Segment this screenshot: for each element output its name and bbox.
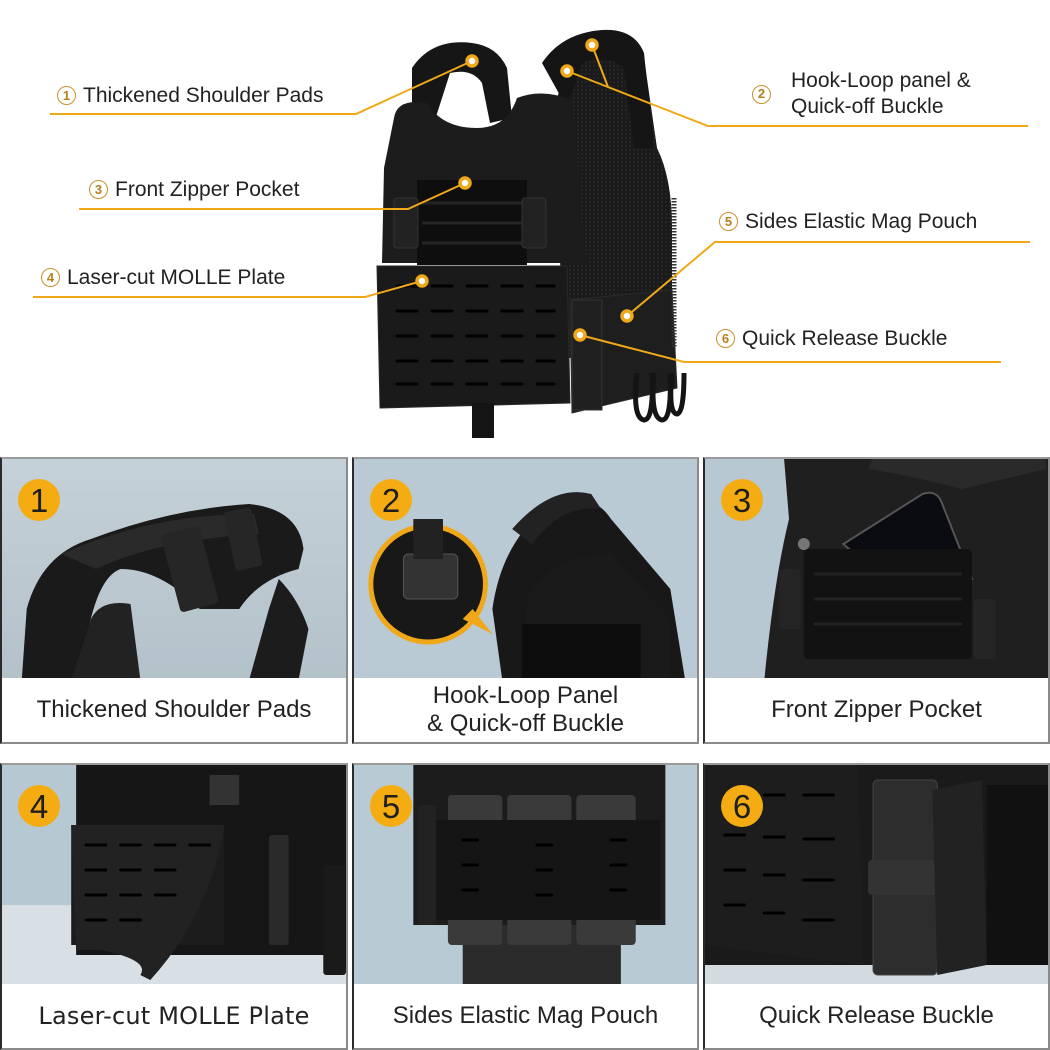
badge-number-5: 5 — [370, 785, 412, 827]
plate-carrier-vest-image — [376, 29, 687, 438]
callout-text-line1: Hook-Loop panel & — [791, 69, 971, 92]
callout-text: Sides Elastic Mag Pouch — [745, 210, 978, 233]
caption-text: Sides Elastic Mag Pouch — [392, 1002, 659, 1029]
quick-release-photo — [705, 765, 1048, 986]
front-zipper-photo — [705, 459, 1048, 680]
caption-text: Laser-cut MOLLE Plate — [38, 1002, 310, 1030]
number-circle-icon: 5 — [719, 212, 738, 232]
badge-number-1: 1 — [18, 479, 60, 521]
badge-number-4: 4 — [18, 785, 60, 827]
callout-lines — [33, 38, 1030, 363]
panel-caption: Hook-Loop Panel & Quick-off Buckle — [354, 678, 697, 742]
number-circle-icon: 2 — [752, 84, 771, 104]
panel-caption: Front Zipper Pocket — [705, 678, 1048, 742]
callout-sides-elastic-mag-pouch: 5 Sides Elastic Mag Pouch — [719, 209, 977, 234]
feature-panel-front-zipper: 3 Front Zipper Pocket — [703, 457, 1050, 744]
callout-hook-loop-panel: 2 Hook-Loop panel & Quick-off Buckle — [752, 68, 971, 120]
badge-number-3: 3 — [721, 479, 763, 521]
callout-text: Quick Release Buckle — [742, 327, 948, 350]
feature-panel-molle-plate: 4 Laser-cut MOLLE Plate — [0, 763, 348, 1050]
molle-plate-photo — [2, 765, 346, 986]
feature-panel-quick-release: 6 Quick Release Buckle — [703, 763, 1050, 1050]
panel-caption: Laser-cut MOLLE Plate — [2, 984, 346, 1048]
number-circle-icon: 6 — [716, 329, 735, 349]
hero-section: 1 Thickened Shoulder Pads 2 Hook-Loop pa… — [0, 0, 1050, 450]
callout-laser-cut-molle-plate: 4 Laser-cut MOLLE Plate — [41, 265, 285, 290]
number-circle-icon: 1 — [57, 86, 76, 106]
caption-text-line2: & Quick-off Buckle — [427, 710, 624, 737]
callout-text: Laser-cut MOLLE Plate — [67, 266, 286, 289]
feature-panel-mag-pouch: 5 Sides Elastic Mag Pouch — [352, 763, 699, 1050]
caption-text: Quick Release Buckle — [759, 1002, 994, 1029]
callout-thickened-shoulder-pads: 1 Thickened Shoulder Pads — [57, 83, 324, 108]
number-circle-icon: 3 — [89, 180, 108, 200]
caption-text-line1: Hook-Loop Panel — [432, 682, 619, 709]
number-circle-icon: 4 — [41, 268, 60, 288]
callout-text: Front Zipper Pocket — [115, 178, 300, 201]
shoulder-pads-photo — [2, 459, 346, 680]
panel-caption: Quick Release Buckle — [705, 984, 1048, 1048]
panel-caption: Thickened Shoulder Pads — [2, 678, 346, 742]
caption-text: Thickened Shoulder Pads — [36, 696, 312, 723]
caption-text: Front Zipper Pocket — [771, 696, 982, 723]
feature-panel-hook-loop: 2 Hook-Loop Panel & Quick-off Buckle — [352, 457, 699, 744]
callout-front-zipper-pocket: 3 Front Zipper Pocket — [89, 177, 299, 202]
badge-number-6: 6 — [721, 785, 763, 827]
callout-quick-release-buckle: 6 Quick Release Buckle — [716, 326, 947, 351]
panel-caption: Sides Elastic Mag Pouch — [354, 984, 697, 1048]
feature-panel-shoulder-pads: 1 Thickened Shoulder Pads — [0, 457, 348, 744]
callout-text: Thickened Shoulder Pads — [83, 84, 324, 107]
callout-text-line2: Quick-off Buckle — [791, 95, 944, 118]
badge-number-2: 2 — [370, 479, 412, 521]
